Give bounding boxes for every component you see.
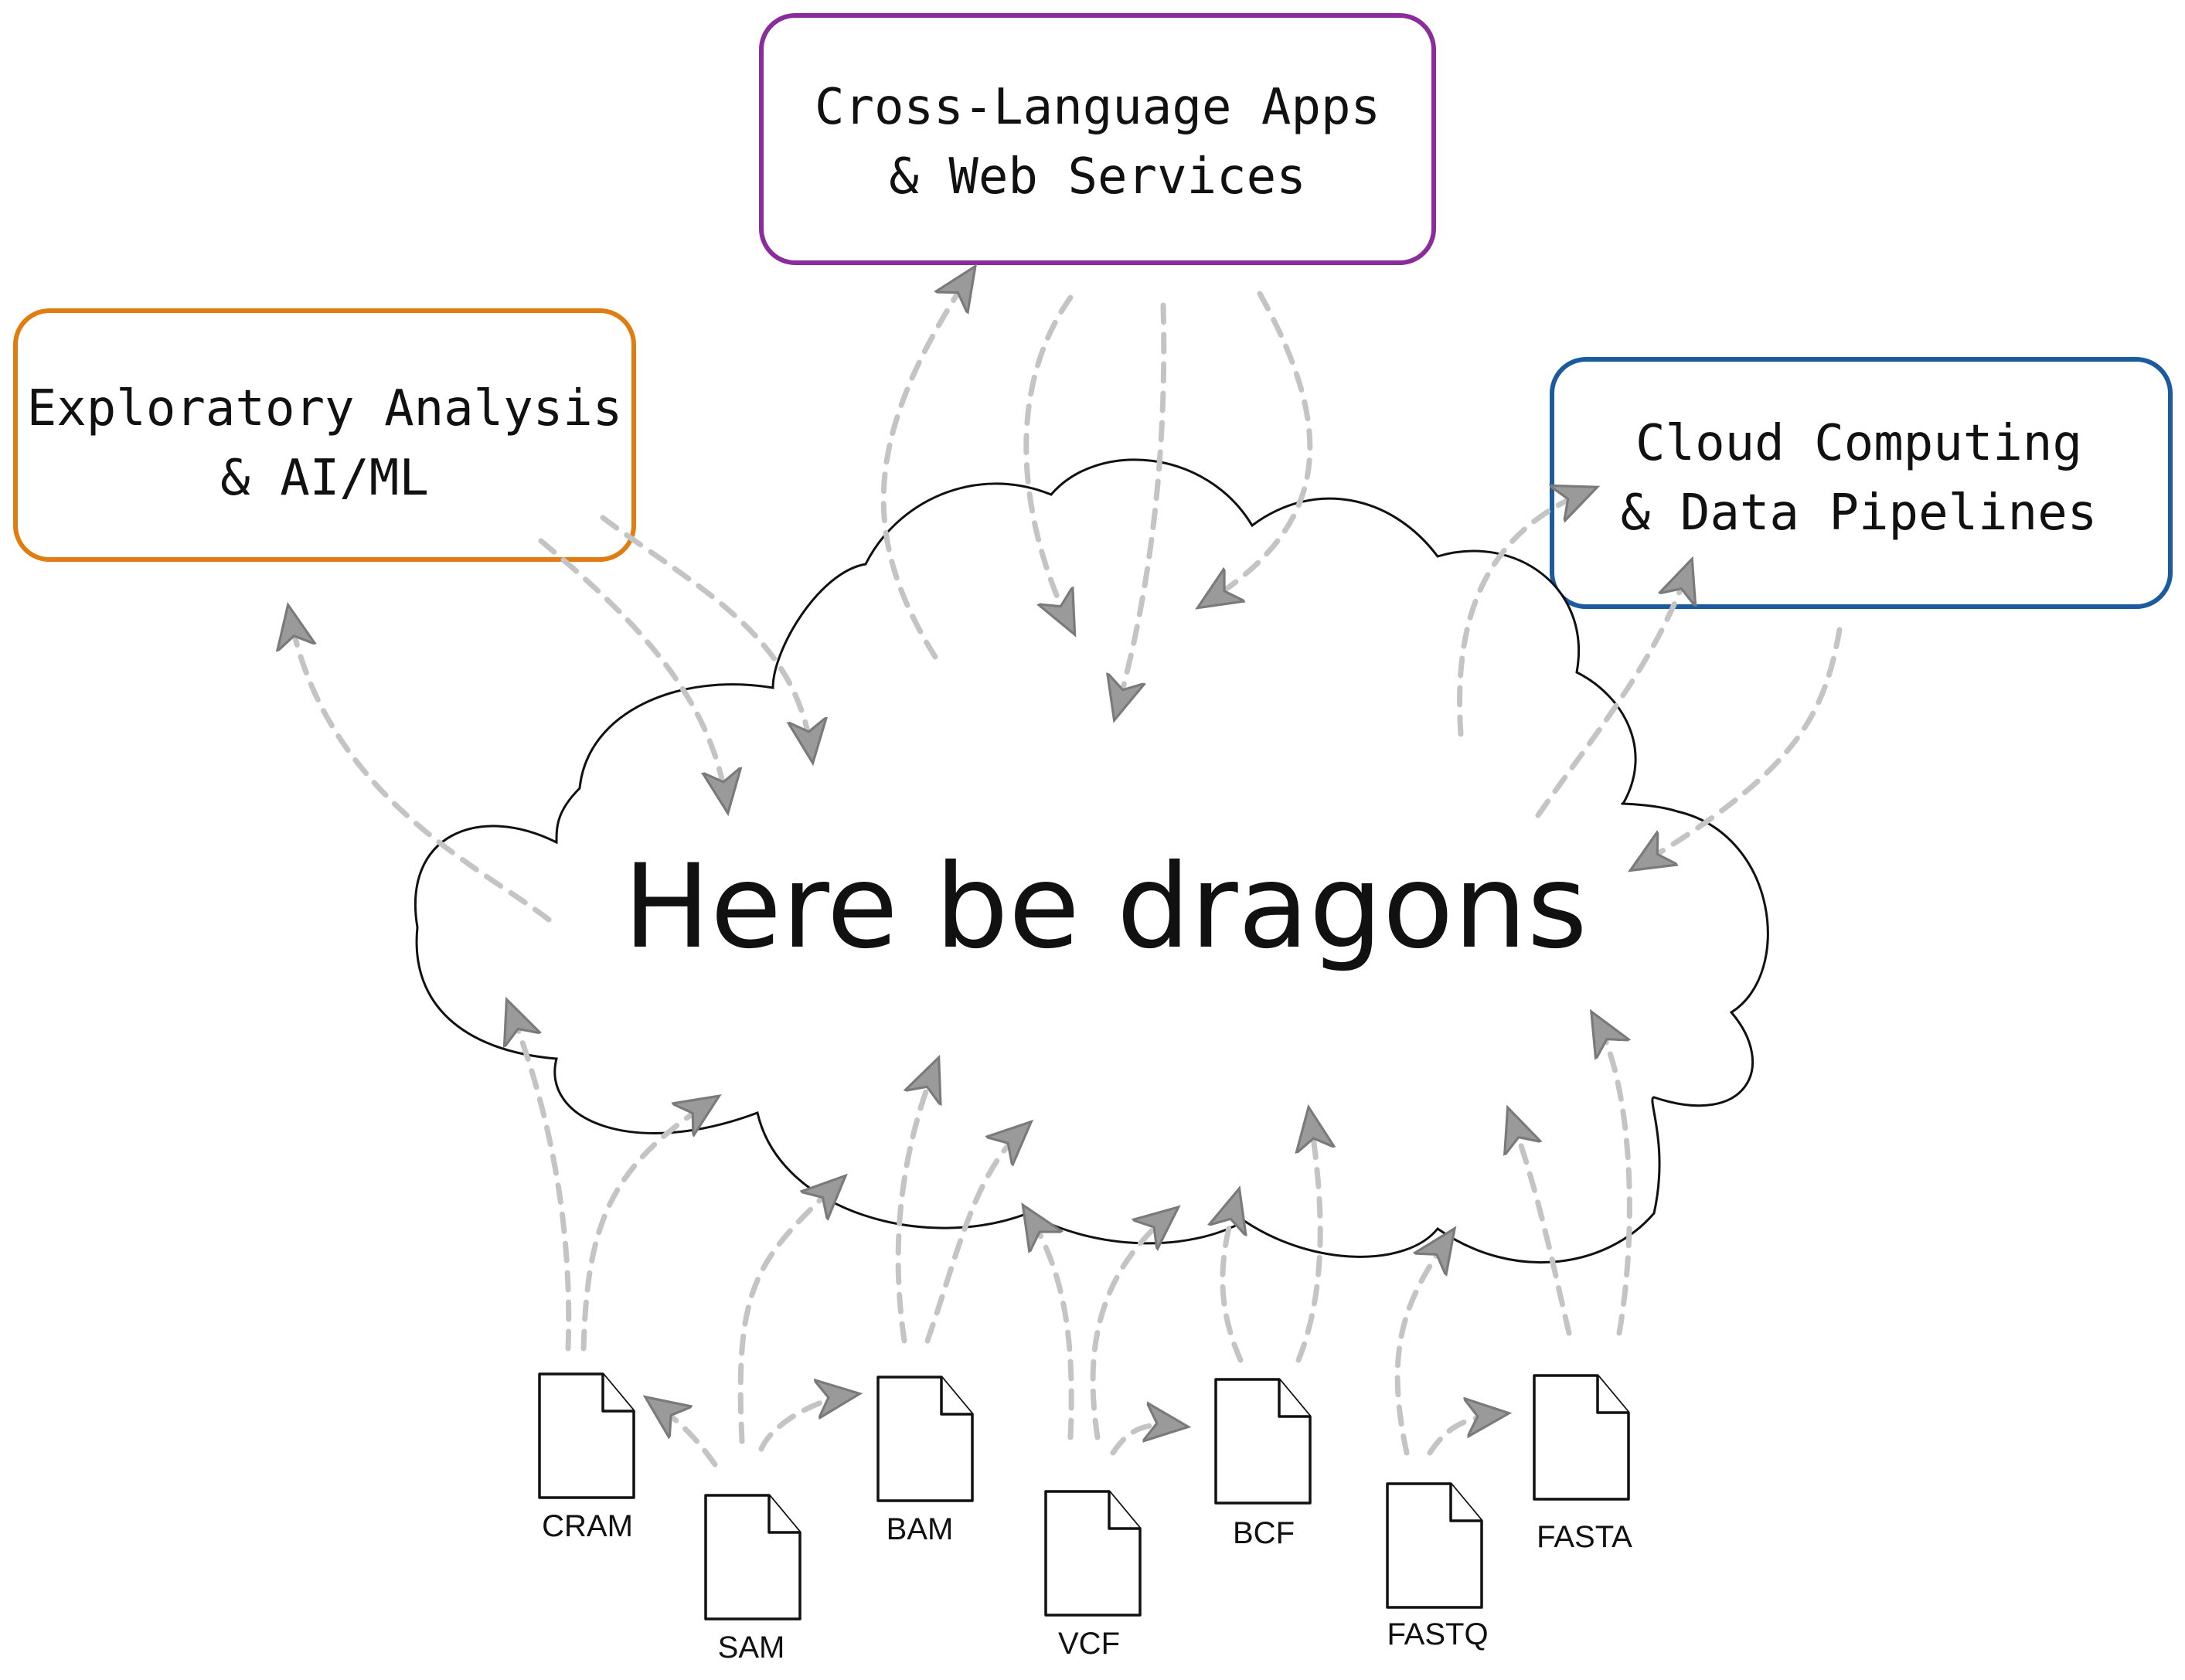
box-cloud-computing-border (1550, 357, 2173, 609)
box-cross-language-line1: Cross-Language Apps (815, 79, 1380, 136)
file-label-fasta: FASTA (1537, 1520, 1632, 1554)
arrow-cloud-to-cross-language (880, 274, 970, 660)
file-fold-icon (1449, 1484, 1482, 1522)
arrow-cram-to-cloud-2 (580, 1101, 711, 1352)
file-label-bcf: BCF (1233, 1516, 1295, 1550)
arrow-fastq-to-cloud (1394, 1236, 1449, 1456)
file-icon (876, 1376, 974, 1502)
arrow-sam-to-bam (758, 1395, 850, 1452)
arrow-cross-language-to-cloud-2 (1117, 302, 1167, 711)
file-sam: SAM (704, 1494, 802, 1665)
box-cross-language-line2: & Web Services (889, 148, 1305, 206)
arrow-vcf-to-cloud-2 (1090, 1213, 1171, 1440)
file-fastq: FASTQ (1386, 1482, 1489, 1651)
arrow-bcf-to-cloud-2 (1298, 1117, 1320, 1363)
file-fold-icon (767, 1495, 800, 1534)
arrow-cloud-to-cloud-computing-1 (1457, 491, 1588, 737)
file-fold-icon (601, 1374, 634, 1413)
arrow-cross-language-to-cloud-1 (1023, 294, 1070, 626)
arrow-cloud-to-cloud-computing-2 (1535, 568, 1689, 818)
box-cross-language: Cross-Language Apps & Web Services (759, 13, 1436, 265)
file-icon (1386, 1482, 1483, 1609)
file-fold-icon (1596, 1376, 1629, 1414)
arrow-exploratory-to-cloud-1 (538, 538, 727, 804)
box-cloud-computing: Cloud Computing & Data Pipelines (1550, 357, 2173, 609)
box-cloud-computing-line1: Cloud Computing (1635, 415, 2082, 472)
arrow-fastq-to-fasta (1427, 1414, 1499, 1456)
file-label-vcf: VCF (1058, 1627, 1120, 1661)
arrow-vcf-to-bcf (1110, 1425, 1179, 1456)
file-icon (1533, 1374, 1630, 1501)
file-fold-icon (940, 1377, 972, 1416)
file-fasta: FASTA (1533, 1374, 1632, 1554)
box-exploratory-analysis: Exploratory Analysis & AI/ML (13, 308, 636, 562)
file-fold-icon (1278, 1379, 1310, 1418)
box-exploratory-border (13, 308, 636, 562)
cloud: Here be dragons (414, 458, 1769, 1264)
file-bam: BAM (876, 1376, 974, 1546)
file-icon (1214, 1378, 1312, 1505)
arrow-sam-to-cloud (737, 1182, 839, 1444)
arrow-cram-to-cloud-1 (510, 1008, 572, 1352)
arrow-bam-to-cloud-2 (924, 1128, 1024, 1344)
file-label-bam: BAM (887, 1512, 954, 1546)
file-icons: CRAM SAM BAM VCF BCF FAST (538, 1372, 1632, 1665)
file-vcf: VCF (1044, 1490, 1142, 1661)
box-cloud-computing-line2: & Data Pipelines (1621, 485, 2098, 542)
arrow-fasta-to-cloud-2 (1596, 1020, 1629, 1336)
file-label-fastq: FASTQ (1387, 1617, 1488, 1651)
file-fold-icon (1108, 1491, 1140, 1530)
arrow-vcf-to-cloud-1 (1028, 1213, 1074, 1440)
arrow-cloud-to-exploratory (290, 614, 552, 923)
box-exploratory-line1: Exploratory Analysis (27, 380, 623, 437)
arrow-cloud-computing-to-cloud (1639, 627, 1843, 866)
file-cram: CRAM (538, 1372, 635, 1543)
connector-arrows (290, 274, 1843, 1467)
arrow-bam-to-cloud-1 (895, 1066, 935, 1344)
cloud-label: Here be dragons (623, 840, 1588, 974)
arrow-fasta-to-cloud-1 (1511, 1117, 1572, 1336)
file-label-sam: SAM (718, 1631, 785, 1665)
file-icon (704, 1494, 802, 1620)
box-cross-language-border (759, 13, 1436, 265)
file-bcf: BCF (1214, 1378, 1312, 1550)
arrow-cross-language-to-cloud-3 (1206, 291, 1313, 603)
cloud-outline (414, 458, 1769, 1264)
arrow-sam-to-cram (653, 1403, 718, 1467)
file-label-cram: CRAM (542, 1509, 633, 1543)
arrow-exploratory-to-cloud-2 (600, 515, 812, 753)
file-icon (538, 1372, 635, 1499)
file-icon (1044, 1490, 1142, 1617)
arrow-bcf-to-cloud-1 (1223, 1198, 1241, 1363)
box-exploratory-line2: & AI/ML (220, 450, 429, 507)
